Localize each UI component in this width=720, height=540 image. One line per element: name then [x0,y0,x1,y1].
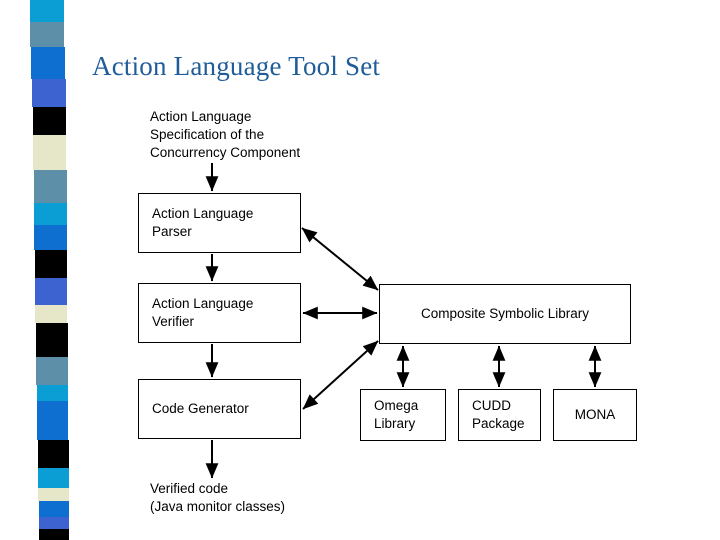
stripe-band [34,170,67,203]
diagram-box-label-verifier: Action Language Verifier [152,296,254,329]
stripe-band [31,47,65,79]
stripe-band [38,468,69,488]
stripe-band [35,278,67,305]
diagram-box-label-mona: MONA [574,407,616,422]
stripe-band [38,488,69,501]
input-spec-text: Action Language Specification of the Con… [150,109,301,160]
diagram-box-label-codegen: Code Generator [152,401,249,416]
stripe-band [39,529,69,540]
stripe-band [35,250,67,278]
diagram-box-label-parser: Action Language Parser [152,206,254,239]
diagram-box-cudd[interactable]: CUDD Package [458,389,541,441]
page-title: Action Language Tool Set [92,51,381,81]
stripe-band [36,323,68,357]
decorative-stripe [0,0,80,540]
diagram-box-verifier[interactable]: Action Language Verifier [138,283,301,343]
stripe-band [33,107,66,135]
stripe-band [30,0,64,22]
stripe-band [35,305,67,323]
diagram-box-omega[interactable]: Omega Library [360,389,446,441]
stripe-band [38,440,69,468]
diagram-box-parser[interactable]: Action Language Parser [138,193,301,253]
diagram-box-codegen[interactable]: Code Generator [138,379,301,439]
connector-parser-csl [301,227,379,291]
stripe-band [32,79,66,107]
stripe-band [34,203,67,225]
stripe-band [34,225,67,250]
diagram-box-mona[interactable]: MONA [553,389,637,441]
stripe-band [37,401,68,440]
diagram-box-csl[interactable]: Composite Symbolic Library [379,284,631,344]
diagram-box-label-csl: Composite Symbolic Library [420,306,590,321]
stripe-band [33,135,66,170]
stripe-band [30,22,64,47]
stripe-band [39,517,69,529]
output-verified-code-text: Verified code (Java monitor classes) [150,481,286,514]
stripe-band [36,357,68,385]
diagram-box-label-cudd: CUDD Package [472,398,525,431]
stripe-band [37,385,68,401]
stripe-band [39,501,69,517]
diagram-box-label-omega: Omega Library [374,398,419,431]
